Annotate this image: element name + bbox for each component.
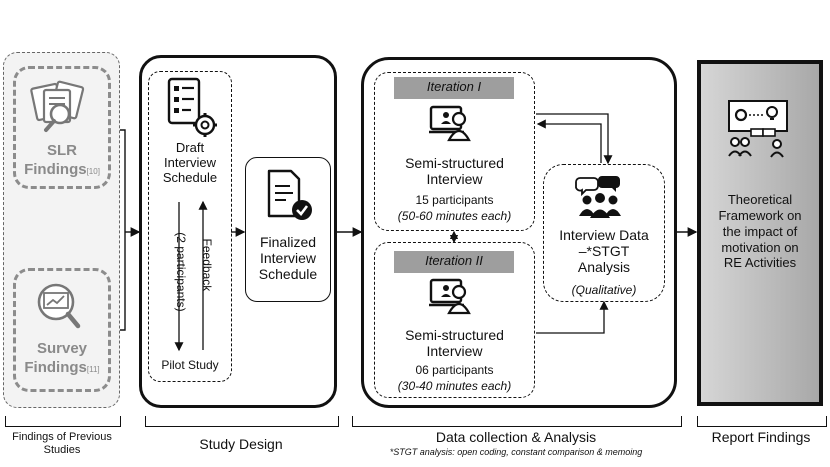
slr-findings-text: Findings <box>24 161 87 178</box>
slr-title: SLR <box>47 142 77 159</box>
iteration-1-duration: (50-60 minutes each) <box>397 209 512 223</box>
survey-findings-box <box>13 268 111 392</box>
survey-findings-label: Findings[11] <box>13 359 111 376</box>
iteration-1-participants: 15 participants <box>415 193 494 207</box>
draft-schedule-box <box>148 71 232 382</box>
phase-report-label: Report Findings <box>711 429 811 445</box>
finalized-schedule-box <box>245 157 331 302</box>
finalized-schedule-label: Finalized Interview Schedule <box>258 234 318 283</box>
study-design-bracket <box>145 416 339 427</box>
phase-design-label: Study Design <box>199 436 283 452</box>
slr-findings-box <box>13 66 111 189</box>
phase-collection-note: *STGT analysis: open coding, constant co… <box>389 447 643 457</box>
participants-label: (2 participants) <box>173 232 188 312</box>
laptop-user-icon <box>429 278 471 315</box>
survey-title: Survey <box>36 340 88 357</box>
report-panel <box>697 60 823 406</box>
feedback-label: Feedback <box>199 238 214 292</box>
analysis-type: (Qualitative) <box>571 283 637 297</box>
pilot-study-label: Pilot Study <box>161 358 219 372</box>
study-design-panel <box>139 55 337 408</box>
analysis-to-iter1-arrow <box>536 119 602 163</box>
iteration-1-title: Semi-structured Interview <box>405 155 504 188</box>
draft-schedule-label: Draft Interview Schedule <box>162 140 218 185</box>
iter1-to-analysis-arrow <box>536 113 613 165</box>
report-bracket <box>697 416 827 427</box>
phase-collection-label: Data collection & Analysis <box>435 429 597 445</box>
analysis-title: Interview Data –*STGT Analysis <box>559 227 649 276</box>
iteration-1-box <box>374 72 535 231</box>
iteration-2-title: Semi-structured Interview <box>405 327 504 360</box>
iteration-1-label: Iteration I <box>426 79 482 94</box>
survey-reference: [11] <box>86 365 100 374</box>
slr-findings-label: Findings[10] <box>13 161 111 178</box>
documents-search-icon <box>30 80 85 132</box>
group-chat-icon <box>575 176 621 218</box>
analysis-box <box>543 164 665 302</box>
data-collection-panel <box>361 57 677 408</box>
iteration-2-duration: (30-40 minutes each) <box>397 379 512 393</box>
framework-board-icon <box>728 100 788 158</box>
iteration-2-label: Iteration II <box>425 253 483 268</box>
survey-findings-text: Findings <box>24 359 87 376</box>
iteration-2-box <box>374 242 535 398</box>
iteration-2-banner <box>394 251 514 273</box>
report-text: Theoretical Framework on the impact of m… <box>718 192 802 271</box>
laptop-user-icon <box>429 105 471 142</box>
document-check-icon <box>267 169 312 220</box>
previous-studies-bracket <box>5 416 121 427</box>
previous-to-design-connector <box>119 129 126 331</box>
checklist-gear-icon <box>167 77 217 137</box>
iteration-2-participants: 06 participants <box>415 363 494 377</box>
data-collection-bracket <box>352 416 682 427</box>
phase-previous-label: Findings of Previous Studies <box>12 431 112 456</box>
laptop-chart-search-icon <box>37 283 81 329</box>
slr-reference: [10] <box>86 167 100 176</box>
iter2-to-analysis-arrow <box>536 300 609 334</box>
iteration-1-banner <box>394 77 514 99</box>
